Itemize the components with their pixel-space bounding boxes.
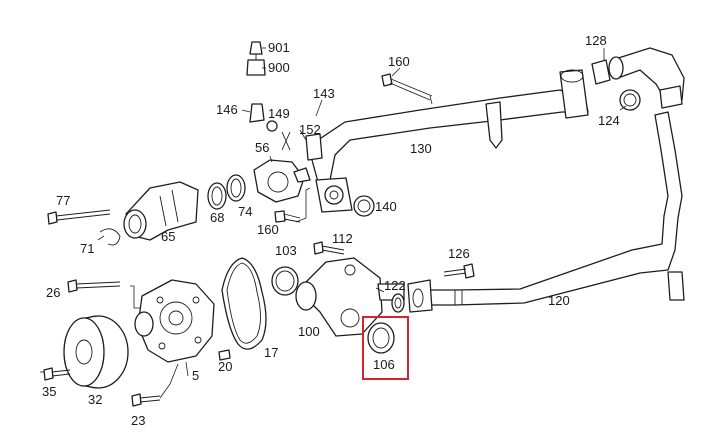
sensor-900-901 bbox=[246, 41, 266, 76]
callout-26: 26 bbox=[46, 285, 60, 300]
callout-56: 56 bbox=[255, 140, 269, 155]
callout-17: 17 bbox=[264, 345, 278, 360]
callout-103: 103 bbox=[275, 243, 297, 258]
seal-ring-74 bbox=[226, 174, 246, 202]
callout-152: 152 bbox=[299, 122, 321, 137]
pipe-connector bbox=[407, 279, 433, 313]
clip-152 bbox=[281, 131, 323, 161]
bolt-26 bbox=[67, 279, 121, 293]
seal-ring-106 bbox=[367, 322, 395, 354]
gasket-17 bbox=[221, 257, 267, 350]
callout-120: 120 bbox=[548, 293, 570, 308]
clip-71 bbox=[99, 228, 121, 246]
bolt-112 bbox=[313, 241, 345, 255]
bolt-77 bbox=[47, 209, 111, 225]
callout-160-lower: 160 bbox=[257, 222, 279, 237]
callout-106: 106 bbox=[373, 357, 395, 372]
coolant-pipe-130 bbox=[311, 69, 589, 213]
bolt-160-upper bbox=[381, 73, 433, 101]
thermostat-housing-56 bbox=[253, 159, 311, 203]
callout-122: 122 bbox=[384, 278, 406, 293]
callout-20: 20 bbox=[218, 359, 232, 374]
pin-20 bbox=[218, 349, 231, 361]
leader-lines bbox=[40, 47, 627, 399]
callout-65: 65 bbox=[161, 229, 175, 244]
callout-130: 130 bbox=[410, 141, 432, 156]
o-ring-140 bbox=[353, 195, 375, 217]
callout-77: 77 bbox=[56, 193, 70, 208]
callout-100: 100 bbox=[298, 324, 320, 339]
water-pump-5 bbox=[134, 279, 215, 363]
callout-68: 68 bbox=[210, 210, 224, 225]
hose-128 bbox=[591, 47, 685, 109]
seal-ring-122 bbox=[391, 293, 405, 313]
elbow-65 bbox=[123, 181, 199, 241]
clamp-124 bbox=[619, 89, 641, 111]
callout-23: 23 bbox=[131, 413, 145, 428]
callout-35: 35 bbox=[42, 384, 56, 399]
callout-160-upper: 160 bbox=[388, 54, 410, 69]
callout-126: 126 bbox=[448, 246, 470, 261]
callout-128: 128 bbox=[585, 33, 607, 48]
callout-112: 112 bbox=[332, 231, 353, 246]
seal-ring-68 bbox=[207, 182, 227, 210]
sensor-146 bbox=[249, 103, 278, 132]
pulley-32 bbox=[63, 315, 129, 389]
callout-5: 5 bbox=[192, 368, 199, 383]
callout-149: 149 bbox=[268, 106, 290, 121]
callout-71: 71 bbox=[80, 241, 94, 256]
bolt-23 bbox=[131, 393, 161, 407]
callout-900: 900 bbox=[268, 60, 290, 75]
callout-124: 124 bbox=[598, 113, 620, 128]
callout-901: 901 bbox=[268, 40, 290, 55]
coolant-pipe-120 bbox=[427, 111, 685, 306]
callout-143: 143 bbox=[313, 86, 335, 101]
callout-140: 140 bbox=[375, 199, 397, 214]
o-ring-103 bbox=[271, 266, 299, 296]
callout-32: 32 bbox=[88, 392, 102, 407]
callout-labels: 901 900 146 149 143 152 56 160 160 128 1… bbox=[42, 33, 620, 428]
bolt-160-lower bbox=[274, 210, 301, 223]
highlight-box-106 bbox=[362, 316, 409, 380]
callout-146: 146 bbox=[216, 102, 238, 117]
bolt-126 bbox=[443, 263, 475, 279]
callout-74: 74 bbox=[238, 204, 252, 219]
bolt-35 bbox=[43, 367, 71, 381]
fitting-100 bbox=[295, 257, 405, 337]
